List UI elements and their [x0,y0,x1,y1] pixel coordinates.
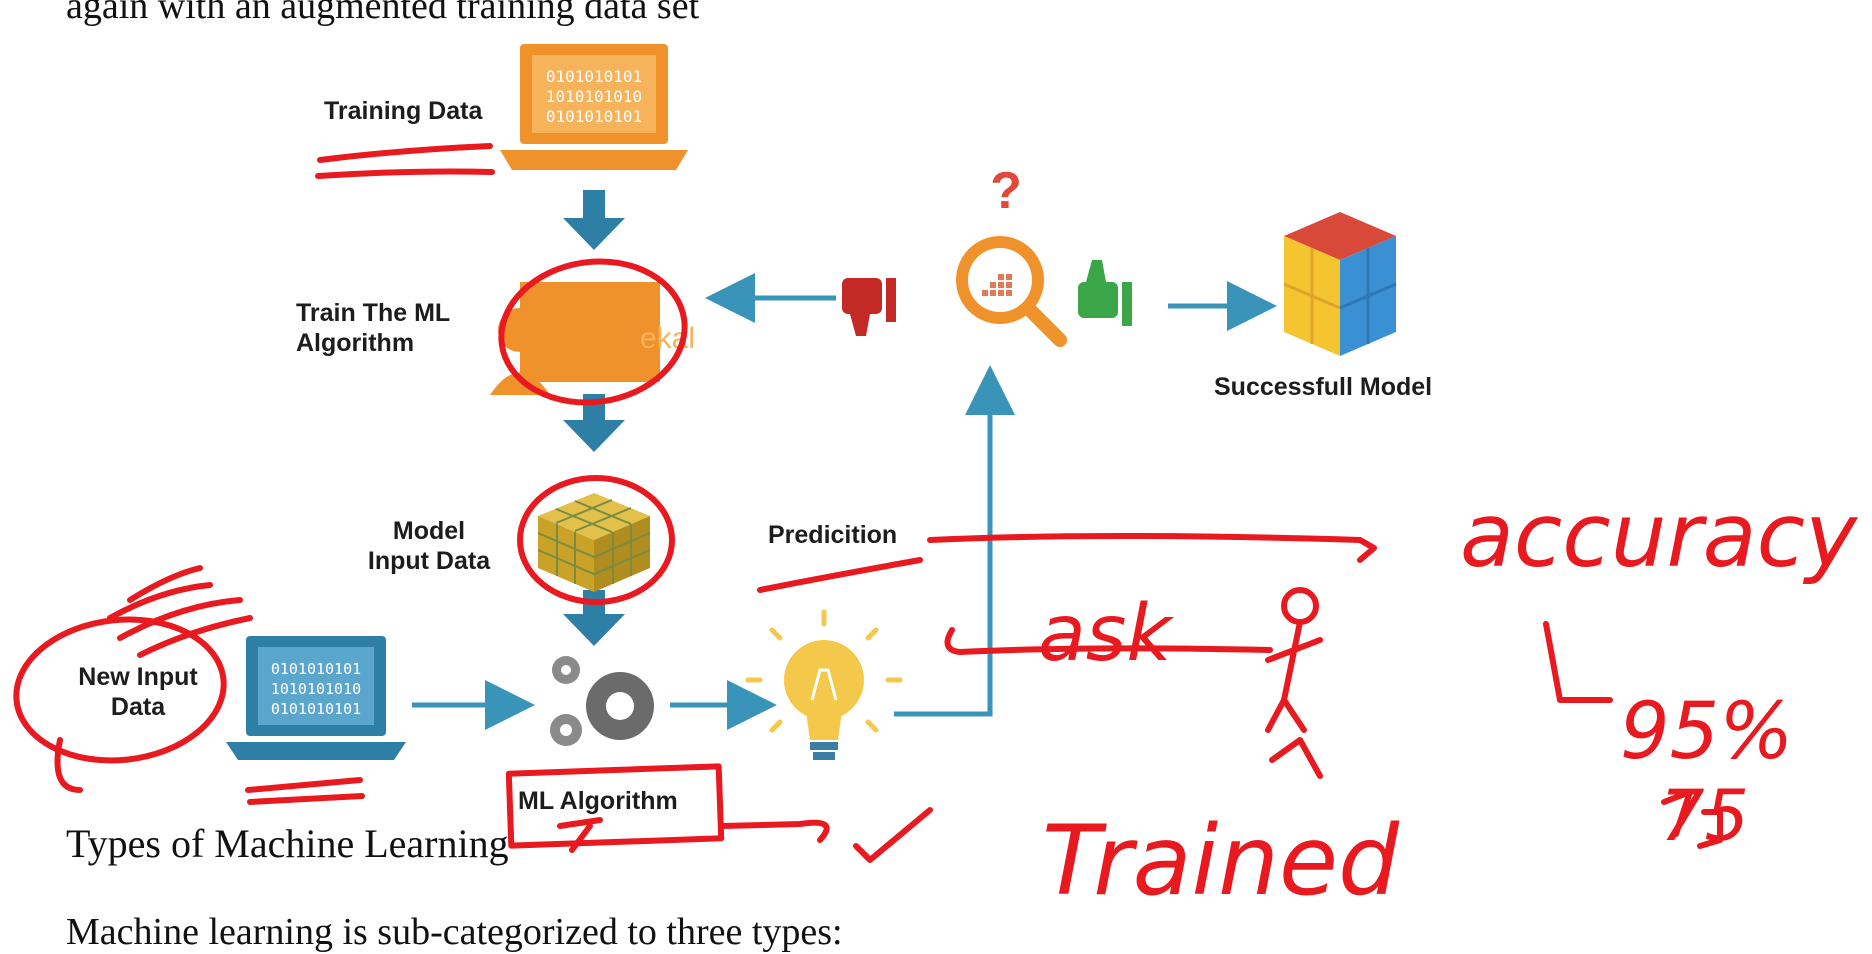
label-train-ml-line-2: Algorithm [296,329,415,357]
lightbulb-icon [745,609,903,760]
model-input-data-cube-icon [537,493,651,592]
handwritten-words: accuracy ask 95% Trained 75 [1038,484,1859,917]
annotation-percent: 95% [1620,687,1793,777]
label-model-input-line-1: Model [392,517,466,545]
arrow-to-95 [1543,621,1613,703]
label-new-input-line-1: New Input [78,663,198,691]
underline-training-data [315,143,495,179]
training-data-laptop-icon: 0101010101 1010101010 0101010101 [500,44,688,170]
hatch-new-input [107,565,253,658]
svg-text:0101010101: 0101010101 [271,700,361,718]
circle-model-input [517,475,675,605]
annotation-ask: ask [1038,589,1174,679]
arrow-check-mark [719,807,933,863]
label-train-ml-line-1: Train The ML [296,299,451,327]
question-mark-label: ? [990,162,1022,220]
svg-text:0101010101: 0101010101 [546,107,642,126]
flow-arrow-down-1 [563,190,625,250]
red-annotations [13,143,1723,863]
document-top-line: again with an augmented training data se… [66,0,700,27]
new-input-data-laptop-icon: 0101010101 1010101010 0101010101 [226,636,406,760]
circle-train-algorithm [498,258,688,406]
section-heading: Types of Machine Learning [66,821,509,866]
caret-mark [1269,737,1323,779]
label-model-input-line-2: Input Data [367,547,491,575]
svg-text:0101010101: 0101010101 [546,67,642,86]
flow-arrow-prediction-to-evaluation [894,365,1015,717]
successful-model-cube-icon [1283,212,1397,356]
svg-text:1010101010: 1010101010 [546,87,642,106]
thumbs-down-icon [842,278,896,336]
underline-new-input-laptop [245,777,365,805]
svg-text:0101010101: 0101010101 [271,660,361,678]
label-new-input-data: New Input Data [68,662,208,722]
label-prediction: Predicition [768,521,898,549]
annotation-trained: Trained [1042,805,1400,917]
svg-text:1010101010: 1010101010 [271,680,361,698]
label-ml-algorithm: ML Algorithm [518,787,678,815]
label-train-ml-algorithm: Train The ML Algorithm [296,298,450,358]
document-bottom-line: Machine learning is sub-categorized to t… [66,911,843,953]
label-successful-model: Successfull Model [1214,373,1433,401]
label-new-input-line-2: Data [110,693,166,721]
annotation-accuracy: accuracy [1460,484,1859,587]
box-ml-algorithm [505,763,725,849]
stick-figure-body [1265,619,1323,733]
arrow-ask [944,627,1273,655]
circle-new-input [13,616,227,764]
ml-workflow-diagram: 0101010101 1010101010 0101010101 ekal [13,44,1859,917]
label-training-data: Training Data [324,97,483,125]
magnifier-icon [956,236,1067,347]
scribble-75 [1661,789,1723,849]
gears-icon [550,656,654,746]
annotation-seven-five: 75 [1660,775,1749,857]
curl-new-input [54,737,83,793]
label-model-input-data: Model Input Data [364,516,494,576]
arrow-prediction-to-accuracy [757,533,1377,593]
thumbs-up-icon [1078,260,1132,326]
stick-figure-head [1281,587,1319,625]
training-board-icon: ekal [490,282,695,395]
mark-under-box [557,817,603,853]
